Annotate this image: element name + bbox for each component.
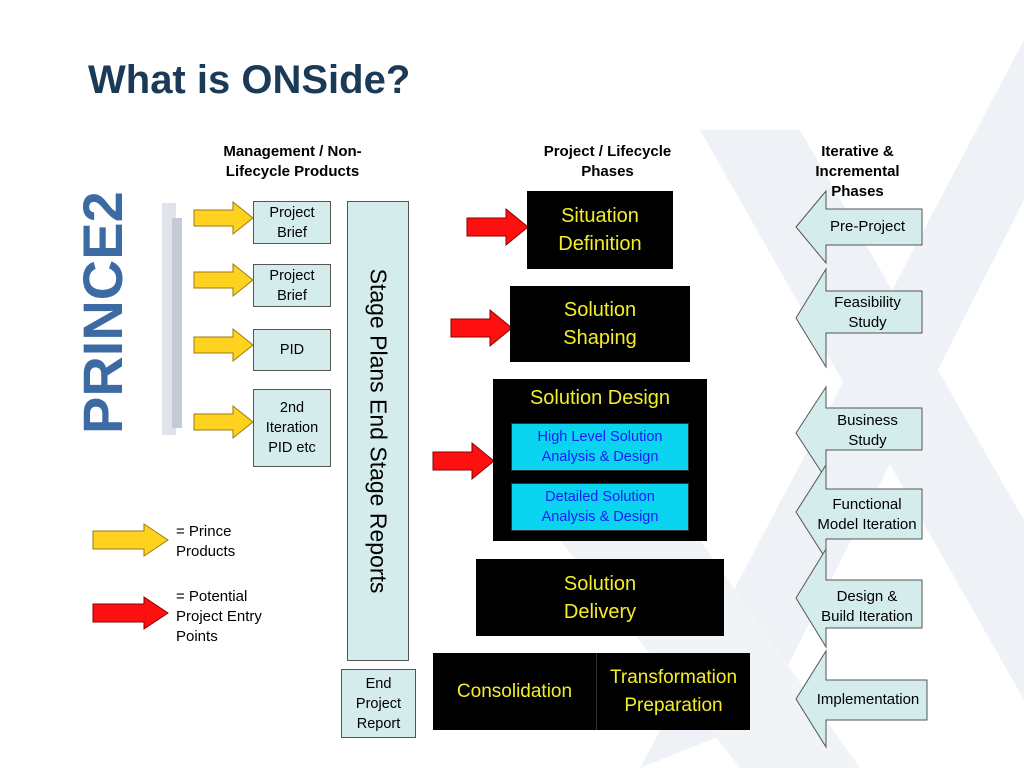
- product-pid: PID: [253, 329, 331, 371]
- header-lifecycle: Project / Lifecycle Phases: [543, 143, 672, 180]
- prince-arrow-3: [193, 327, 254, 363]
- iter-feasibility-study: Feasibility Study: [834, 294, 901, 331]
- product-2nd-iteration-pid: 2nd Iteration PID etc: [253, 389, 331, 467]
- iter-arrow-implementation: [795, 649, 928, 749]
- entry-arrow-design: [432, 441, 495, 481]
- legend-yellow-arrow: [92, 523, 169, 557]
- prince-arrow-4: [193, 404, 254, 440]
- stage-plans-bar: Stage Plans End Stage Reports: [347, 201, 409, 661]
- page-title: What is ONSide?: [88, 58, 411, 102]
- iter-arrow-pre-project: [795, 189, 923, 265]
- phase-consolidation: Consolidation: [433, 653, 596, 730]
- phase-transformation-preparation: Transformation Preparation: [596, 653, 750, 730]
- header-iterative: Iterative & Incremental Phases: [815, 143, 900, 200]
- high-level-solution-box: High Level Solution Analysis & Design: [511, 423, 689, 471]
- legend-red-arrow: [92, 596, 169, 630]
- entry-arrow-shaping: [450, 308, 513, 348]
- legend-entry-points: = Potential Project Entry Points: [176, 588, 262, 645]
- header-management: Management / Non- Lifecycle Products: [223, 143, 362, 180]
- phase-solution-shaping: Solution Shaping: [510, 286, 690, 362]
- iter-arrow-design-build: [795, 547, 923, 649]
- iter-functional-model: Functional Model Iteration: [817, 496, 917, 533]
- entry-arrow-situation: [466, 207, 529, 247]
- phase-situation-definition: Situation Definition: [527, 191, 673, 269]
- solution-design-label: Solution Design: [529, 387, 671, 409]
- prince-arrow-1: [193, 200, 254, 236]
- iter-design-build: Design & Build Iteration: [821, 588, 913, 625]
- prince2-logo-text: PRINCE2: [71, 191, 134, 434]
- iter-arrow-feasibility: [795, 267, 923, 369]
- product-project-brief-1: Project Brief: [253, 201, 331, 244]
- iter-pre-project: Pre-Project: [829, 218, 906, 235]
- prince-arrow-2: [193, 262, 254, 298]
- phase-solution-delivery: Solution Delivery: [476, 559, 724, 636]
- stage-plans-label: Stage Plans End Stage Reports: [365, 268, 392, 594]
- legend-prince-products: = Prince Products: [176, 523, 236, 560]
- phase-solution-design: Solution Design High Level Solution Anal…: [493, 379, 707, 541]
- product-project-brief-2: Project Brief: [253, 264, 331, 307]
- detailed-solution-box: Detailed Solution Analysis & Design: [511, 483, 689, 531]
- prince2-logo: PRINCE2: [71, 191, 182, 435]
- end-project-report: End Project Report: [341, 669, 416, 738]
- iter-business-study: Business Study: [837, 412, 898, 449]
- iter-implementation: Implementation: [816, 691, 920, 708]
